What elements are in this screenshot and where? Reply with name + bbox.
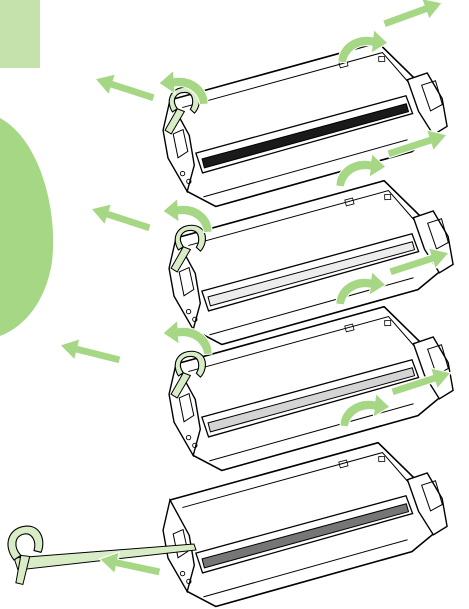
- green-block: [0, 0, 40, 68]
- tape-tab-icon: [0, 521, 55, 586]
- cartridge-dark: [160, 440, 449, 608]
- left-arrow-icon: [88, 198, 154, 238]
- left-arrow-icon: [57, 334, 122, 370]
- cartridge-black: [160, 40, 449, 208]
- green-half-circle: [0, 118, 53, 336]
- left-arrow-icon: [92, 68, 158, 108]
- right-arrow-icon: [380, 0, 446, 34]
